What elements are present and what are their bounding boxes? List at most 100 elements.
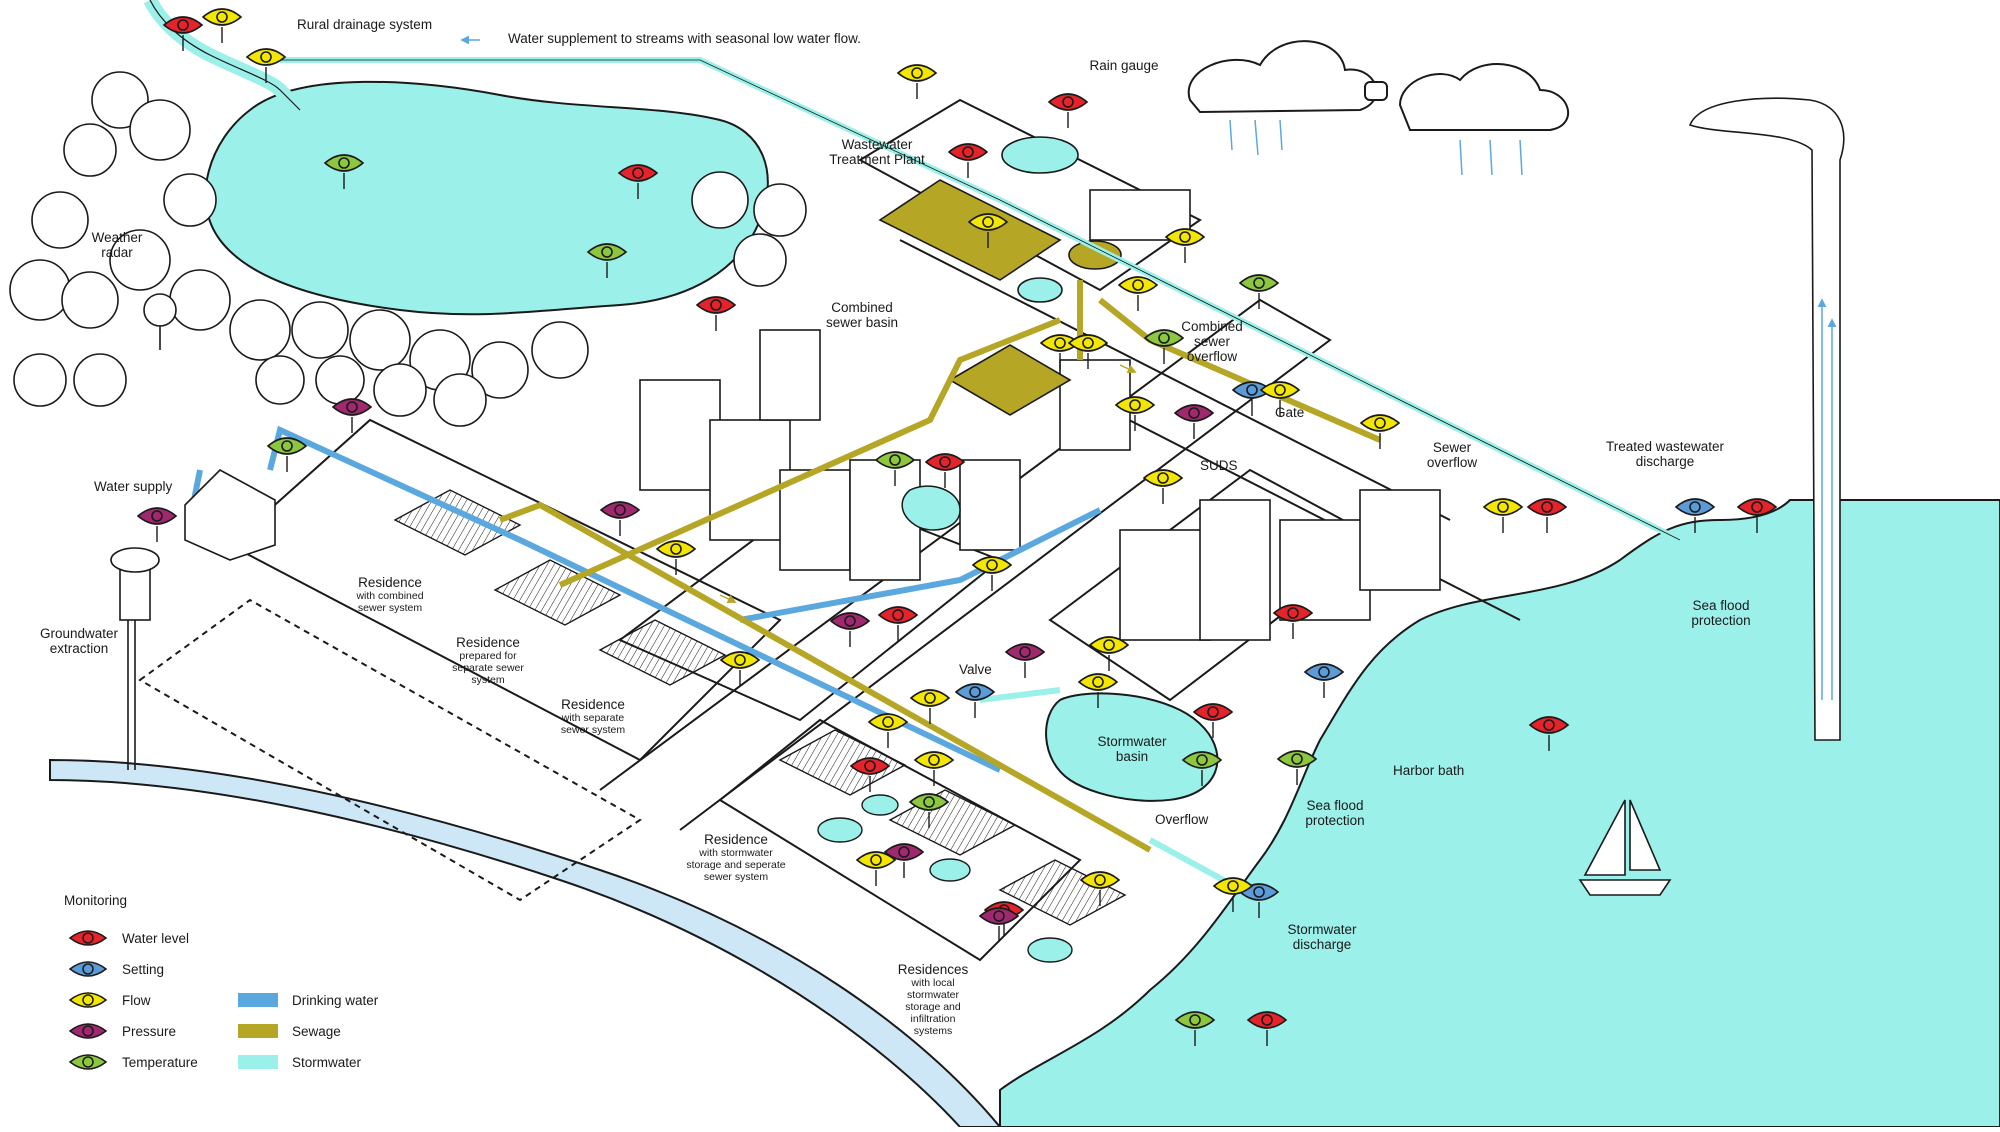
temperature-eye-icon [1238, 274, 1280, 309]
water-level-eye-icon [924, 453, 966, 488]
flow-eye-icon [1212, 877, 1254, 912]
label-rl-sub5: systems [913, 1025, 953, 1037]
label-sfp-r-line1: Sea flood [1692, 598, 1750, 613]
label-weather-radar-line2: radar [101, 245, 133, 260]
flow-eye-icon [913, 751, 955, 786]
sailboat [1578, 799, 1672, 896]
water-level-eye-icon [1192, 703, 1234, 738]
water-level-eye-icon [68, 930, 108, 946]
water-level-eye-icon [1246, 1011, 1288, 1046]
setting-eye-icon [1303, 663, 1345, 698]
label-sfp-m-line1: Sea flood [1306, 798, 1364, 813]
label-residences-local: Residences with local stormwater storage… [898, 962, 969, 1037]
label-rl-sub3: storage and [905, 1001, 961, 1013]
label-residence-separate: Residence with separate sewer system [561, 697, 625, 736]
label-weather-radar-line1: Weather [91, 230, 143, 245]
water-level-eye-icon [162, 16, 204, 51]
label-residence-prepared: Residence prepared for separate sewer sy… [452, 635, 524, 686]
water-level-eye-icon [877, 606, 919, 641]
legend-stormwater-label: Stormwater [292, 1054, 362, 1070]
water-level-eye-icon [947, 143, 989, 178]
legend-stormwater: Stormwater [238, 1049, 361, 1075]
flow-eye-icon [201, 8, 243, 43]
water-level-eye-icon [1528, 716, 1570, 751]
label-rain-gauge: Rain gauge [1089, 58, 1159, 73]
flow-eye-icon [245, 48, 287, 83]
legend-title: Monitoring [64, 893, 128, 908]
label-rs-sub2: sewer system [560, 724, 626, 736]
setting-eye-icon [1674, 498, 1716, 533]
label-rss-sub2: storage and seperate [686, 859, 786, 871]
label-water-supply: Water supply [94, 479, 173, 494]
label-twd-line1: Treated wastewater [1605, 439, 1725, 454]
flow-eye-icon [1088, 636, 1130, 671]
flow-eye-icon [1482, 498, 1524, 533]
flow-eye-icon [1114, 396, 1156, 431]
legend-flow: Flow [68, 987, 151, 1013]
drinking-water-swatch [238, 993, 278, 1007]
temperature-eye-icon [586, 243, 628, 278]
temperature-eye-icon [1143, 329, 1185, 364]
label-cso-line3: overflow [1186, 349, 1238, 364]
label-combined-sewer-basin-line1: Combined [831, 300, 893, 315]
label-harbor-bath: Harbor bath [1393, 763, 1465, 778]
flow-eye-icon [68, 992, 108, 1008]
pressure-eye-icon [978, 907, 1020, 942]
legend-temperature: Temperature [68, 1049, 198, 1075]
label-rp-title: Residence [456, 635, 520, 650]
legend-drinking-water: Drinking water [238, 987, 378, 1013]
flow-eye-icon [896, 64, 938, 99]
label-combined-sewer-overflow: Combined sewer overflow [1181, 319, 1243, 364]
temperature-eye-icon [1181, 751, 1223, 786]
label-rss-sub3: sewer system [703, 871, 769, 883]
label-wwtp: Wastewater Treatment Plant [829, 137, 925, 167]
water-level-eye-icon [695, 296, 737, 331]
pressure-eye-icon [829, 612, 871, 647]
flow-eye-icon [655, 540, 697, 575]
temperature-eye-icon [68, 1054, 108, 1070]
label-sewer-overflow: Sewer overflow [1427, 440, 1477, 470]
flow-eye-icon [1359, 414, 1401, 449]
label-residence-stormwater-storage: Residence with stormwater storage and se… [686, 832, 785, 883]
flow-eye-icon [1164, 228, 1206, 263]
temperature-eye-icon [874, 451, 916, 486]
city-buildings [639, 189, 1441, 641]
flow-eye-icon [1142, 469, 1184, 504]
label-twd-line2: discharge [1635, 454, 1695, 469]
lake [204, 80, 769, 316]
label-sd-line2: discharge [1292, 937, 1352, 952]
setting-eye-icon [954, 683, 996, 718]
sewage-swatch [238, 1024, 278, 1038]
pressure-eye-icon [331, 398, 373, 433]
label-wwtp-line1: Wastewater [841, 137, 913, 152]
legend-setting-label: Setting [122, 961, 165, 977]
flow-eye-icon [1077, 673, 1119, 708]
flow-eye-icon [1117, 276, 1159, 311]
water-level-eye-icon [617, 164, 659, 199]
label-wwtp-line2: Treatment Plant [829, 152, 925, 167]
legend-flow-label: Flow [122, 992, 151, 1008]
label-ge-line1: Groundwater [39, 626, 119, 641]
pressure-eye-icon [136, 507, 178, 542]
label-cso-line2: sewer [1193, 334, 1231, 349]
label-water-supplement: Water supplement to streams with seasona… [508, 31, 861, 46]
label-rp-sub1: prepared for [459, 650, 517, 662]
legend-pressure-label: Pressure [122, 1023, 177, 1039]
flow-eye-icon [967, 213, 1009, 248]
label-stormwater-discharge: Stormwater discharge [1287, 922, 1356, 952]
label-rl-sub2: stormwater [907, 989, 959, 1001]
label-rc-title: Residence [358, 575, 422, 590]
label-combined-sewer-basin: Combined sewer basin [826, 300, 898, 330]
monitoring-markers [136, 8, 1778, 1046]
flow-eye-icon [719, 651, 761, 686]
label-valve: Valve [959, 662, 992, 677]
groundwater-tower [110, 547, 160, 770]
forest [9, 71, 807, 427]
temperature-eye-icon [1174, 1011, 1216, 1046]
pressure-eye-icon [1173, 404, 1215, 439]
legend-pressure: Pressure [68, 1018, 176, 1044]
label-groundwater-extraction: Groundwater extraction [40, 626, 118, 656]
label-sea-flood-protection-right: Sea flood protection [1691, 598, 1750, 628]
